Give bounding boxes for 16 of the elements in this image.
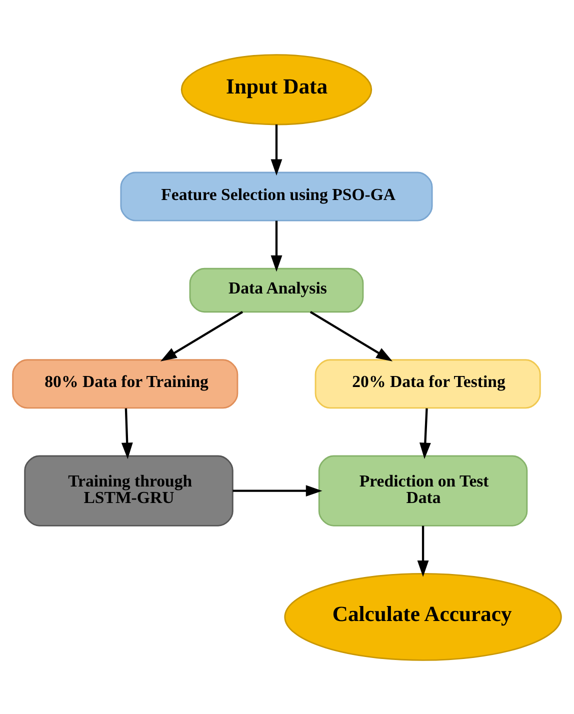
node-box: Training through LSTM-GRU: [24, 454, 234, 526]
node-ellipse: Input Data: [180, 54, 372, 125]
node-box: Feature Selection using PSO-GA: [120, 171, 433, 221]
node-box: 20% Data for Testing: [314, 358, 541, 408]
arrow: [160, 310, 244, 361]
arrow: [310, 310, 393, 361]
arrow: [270, 220, 282, 272]
arrow: [121, 408, 133, 459]
arrow: [232, 484, 322, 496]
node-box: 80% Data for Training: [12, 358, 238, 408]
node-ellipse: Calculate Accuracy: [284, 572, 562, 660]
node-box: Prediction on Test Data: [318, 454, 528, 526]
arrow: [419, 408, 431, 459]
arrow: [270, 124, 282, 176]
arrow: [417, 525, 429, 576]
node-box: Data Analysis: [189, 267, 364, 312]
